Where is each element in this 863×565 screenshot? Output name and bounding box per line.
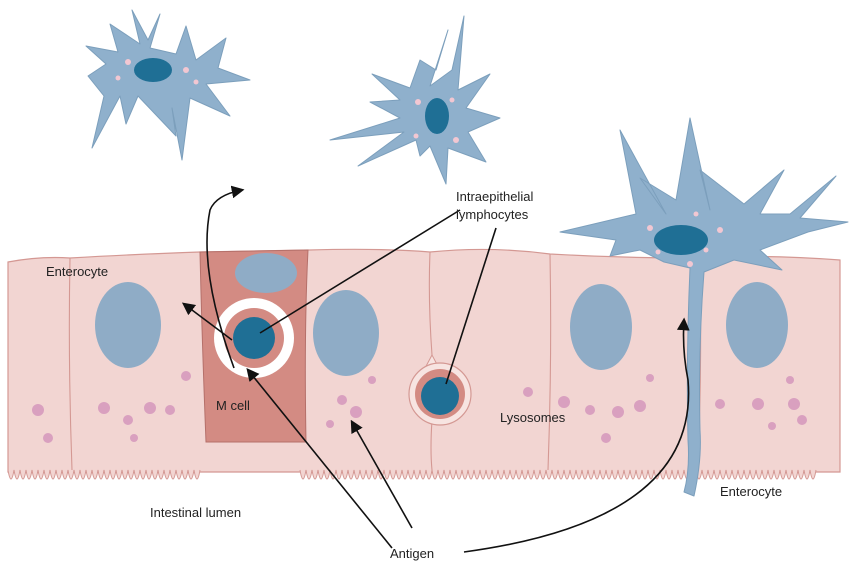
epithelial-layer	[8, 249, 840, 479]
label-enterocyte-left: Enterocyte	[46, 264, 108, 279]
label-antigen: Antigen	[390, 546, 434, 561]
lymphocyte-nucleus	[233, 317, 275, 359]
label-intraepithelial: Intraepithelial	[456, 189, 533, 204]
lymphocyte-nucleus	[421, 377, 459, 415]
m-cell-nucleus	[235, 253, 297, 293]
label-m-cell: M cell	[216, 398, 250, 413]
label-intestinal-lumen: Intestinal lumen	[150, 505, 241, 520]
dendritic-cell	[86, 10, 250, 160]
label-enterocyte-right: Enterocyte	[720, 484, 782, 499]
label-lysosomes: Lysosomes	[500, 410, 566, 425]
label-lymphocytes: lymphocytes	[456, 207, 529, 222]
enterocyte-nucleus	[726, 282, 788, 368]
dendritic-cell	[330, 16, 500, 184]
enterocyte-nucleus	[570, 284, 632, 370]
enterocyte-nucleus	[313, 290, 379, 376]
enterocyte-nucleus	[95, 282, 161, 368]
